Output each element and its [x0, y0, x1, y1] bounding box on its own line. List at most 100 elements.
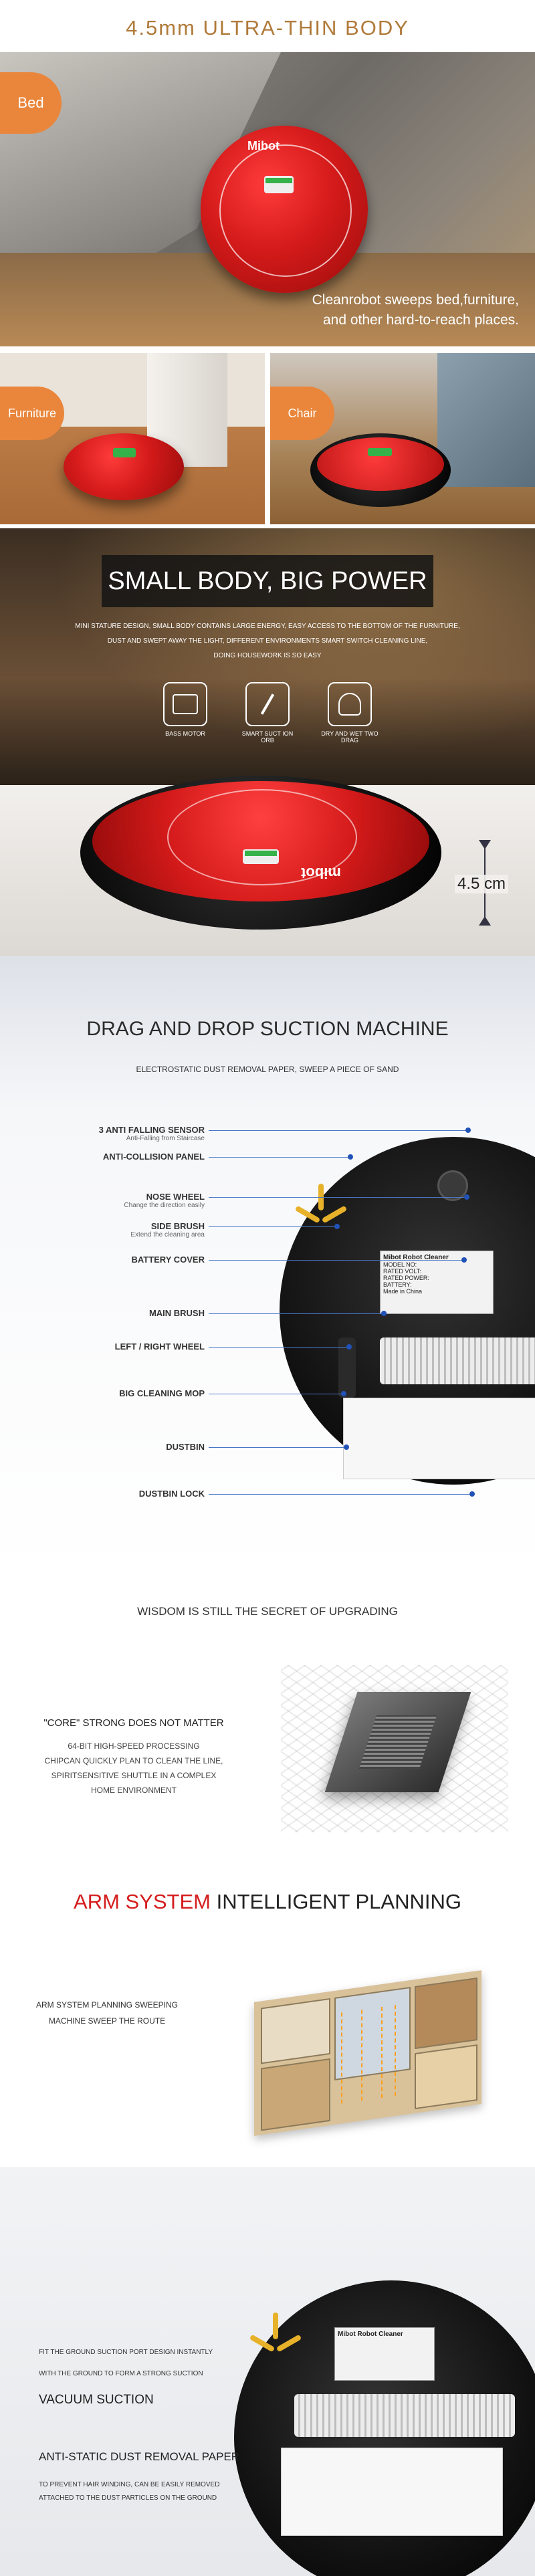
desc-line: MACHINE SWEEP THE ROUTE — [48, 2016, 166, 2026]
sticker-line: RATED VOLT: — [383, 1268, 421, 1275]
vacuum-heading: VACUUM SUCTION — [39, 2393, 154, 2407]
callout-dot — [341, 1391, 346, 1396]
robot-underside: Mibot Robot Cleaner — [234, 2280, 535, 2576]
page-title: 4.5mm ULTRA-THIN BODY — [126, 16, 409, 39]
section-vacuum: Mibot Robot Cleaner FIT THE GROUND SUCTI… — [0, 2167, 535, 2576]
label-wheels: LEFT / RIGHT WHEEL — [114, 1341, 205, 1352]
icon-label: BASS MOTOR — [165, 730, 205, 737]
robot-led — [245, 851, 277, 856]
parts-title: DRAG AND DROP SUCTION MACHINE — [86, 1018, 449, 1040]
icon-bass-motor: BASS MOTOR — [155, 682, 215, 737]
tag-chair: Chair — [270, 387, 334, 440]
desc-line: WITH THE GROUND TO FORM A STRONG SUCTION — [39, 2370, 203, 2377]
caption-line: and other hard-to-reach places. — [322, 312, 519, 328]
chip-headline: "CORE" STRONG DOES NOT MATTER — [43, 1717, 224, 1729]
desc-line: TO PREVENT HAIR WINDING, CAN BE EASILY R… — [39, 2481, 220, 2488]
height-label: 4.5 cm — [455, 875, 509, 893]
section-power: SMALL BODY, BIG POWER MINI STATURE DESIG… — [0, 528, 535, 956]
chair-seat — [437, 353, 535, 487]
desc-line: CHIPCAN QUICKLY PLAN TO CLEAN THE LINE, — [44, 1756, 223, 1765]
dust-removal-paper — [281, 2448, 503, 2536]
robot-image: mibot — [80, 776, 441, 930]
callout-line — [209, 1313, 383, 1314]
icon-smart-suction: SMART SUCT ION ORB — [237, 682, 298, 744]
robot-image — [310, 433, 451, 507]
scene-furniture-chair: Furniture Chair — [0, 353, 535, 524]
callout-dot — [344, 1444, 349, 1450]
callout-dot — [346, 1344, 352, 1350]
photo-furniture: Furniture — [0, 353, 265, 524]
sticker-line: MODEL NO: — [383, 1261, 417, 1268]
arm-title-highlight: ARM SYSTEM — [74, 1890, 211, 1913]
power-description: MINI STATURE DESIGN, SMALL BODY CONTAINS… — [40, 619, 495, 663]
label-nose-wheel: NOSE WHEEL Change the direction easily — [124, 1192, 205, 1209]
callout-line — [209, 1494, 471, 1495]
label-dustbin: DUSTBIN — [166, 1442, 205, 1452]
parts-subtitle: ELECTROSTATIC DUST REMOVAL PAPER, SWEEP … — [136, 1065, 399, 1074]
label-cleaning-mop: BIG CLEANING MOP — [119, 1388, 205, 1398]
desc-line: MINI STATURE DESIGN, SMALL BODY CONTAINS… — [75, 623, 460, 630]
desc-line: HOME ENVIRONMENT — [90, 1786, 177, 1795]
main-brush — [294, 2394, 515, 2437]
label-main-brush: MAIN BRUSH — [148, 1308, 205, 1318]
robot-image: Mibot — [201, 126, 368, 293]
label-battery-cover: BATTERY COVER — [131, 1255, 205, 1265]
icon-label: SMART SUCT ION ORB — [241, 730, 294, 744]
callout-line — [209, 1347, 348, 1348]
robot-ring — [219, 144, 352, 277]
vacuum-description: FIT THE GROUND SUCTION PORT DESIGN INSTA… — [39, 2342, 213, 2385]
sticker-line: Made in China — [383, 1288, 423, 1295]
arrow-up-icon — [479, 916, 491, 926]
callout-dot — [464, 1194, 469, 1200]
caption-line: Cleanrobot sweeps bed,furniture, — [312, 292, 519, 308]
callout-dot — [348, 1154, 353, 1160]
label-side-brush: SIDE BRUSH Extend the cleaning area — [130, 1221, 205, 1239]
chip-description: 64-BIT HIGH-SPEED PROCESSING CHIPCAN QUI… — [13, 1739, 254, 1798]
section-chip: WISDOM IS STILL THE SECRET OF UPGRADING … — [0, 1572, 535, 1872]
callout-line — [209, 1260, 463, 1261]
label-anti-falling: 3 ANTI FALLING SENSOR Anti-Falling from … — [98, 1125, 205, 1142]
callout-line — [209, 1157, 349, 1158]
robot-logo: mibot — [301, 865, 341, 881]
desc-line: ARM SYSTEM PLANNING SWEEPING — [35, 2000, 179, 2010]
desc-line: FIT THE GROUND SUCTION PORT DESIGN INSTA… — [39, 2349, 213, 2356]
robot-led — [265, 178, 292, 183]
broom-icon — [245, 682, 290, 726]
side-brush-icon — [249, 2313, 302, 2366]
nose-wheel — [437, 1170, 468, 1201]
sticker-title: Mibot Robot Cleaner — [338, 2331, 403, 2338]
robot-logo: Mibot — [247, 139, 280, 152]
side-brush-icon — [294, 1184, 348, 1237]
robot-image — [64, 433, 184, 500]
arrow-down-icon — [479, 840, 491, 849]
arm-title: ARM SYSTEM INTELLIGENT PLANNING — [0, 1890, 535, 1914]
desc-line: SPIRITSENSITIVE SHUTTLE IN A COMPLEX — [51, 1771, 217, 1780]
floorplan-base — [254, 1970, 481, 2136]
callout-line — [209, 1130, 467, 1131]
sticker-title: Mibot Robot Cleaner — [383, 1254, 449, 1261]
callout-dot — [465, 1128, 471, 1133]
main-brush — [380, 1337, 535, 1384]
section-parts: DRAG AND DROP SUCTION MACHINE ELECTROSTA… — [0, 956, 535, 1572]
paper-heading: ANTI-STATIC DUST REMOVAL PAPER — [39, 2450, 240, 2463]
product-sticker: Mibot Robot Cleaner — [334, 2327, 435, 2381]
sticker-line: BATTERY: — [383, 1281, 412, 1288]
desc-line: DUST AND SWEPT AWAY THE LIGHT, DIFFERENT… — [107, 637, 428, 645]
callout-line — [209, 1226, 336, 1227]
section-arm: ARM SYSTEM INTELLIGENT PLANNING ARM SYST… — [0, 1872, 535, 2167]
tag-bed: Bed — [0, 72, 62, 134]
cleaning-mop — [343, 1398, 535, 1479]
power-title: SMALL BODY, BIG POWER — [102, 555, 433, 607]
callout-dot — [461, 1257, 467, 1263]
header: 4.5mm ULTRA-THIN BODY — [0, 0, 535, 52]
robot-cover — [317, 437, 444, 491]
scene1-caption: Cleanrobot sweeps bed,furniture, and oth… — [312, 290, 519, 330]
label-anti-collision: ANTI-COLLISION PANEL — [102, 1152, 205, 1162]
sticker-line: RATED POWER: — [383, 1275, 429, 1281]
icon-label: DRY AND WET TWO DRAG — [321, 730, 379, 744]
photo-chair: Chair — [270, 353, 535, 524]
callout-dot — [469, 1491, 475, 1497]
tag-furniture: Furniture — [0, 387, 64, 440]
floorplan-image — [241, 1959, 495, 2136]
desc-line: DOING HOUSEWORK IS SO EASY — [213, 652, 322, 659]
